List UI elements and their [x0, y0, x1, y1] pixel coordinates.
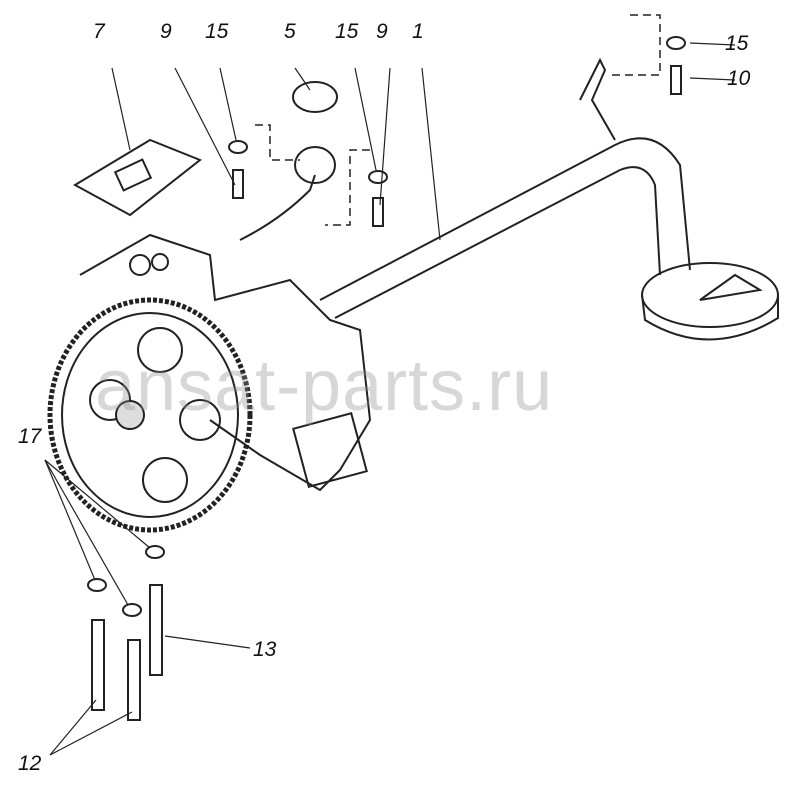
gasket-7 — [72, 138, 202, 217]
oil-strainer — [641, 262, 779, 341]
bolts — [91, 65, 682, 721]
callout-15: 15 — [725, 32, 749, 55]
callout-9: 9 — [376, 20, 388, 43]
assembly-lines — [255, 14, 661, 226]
callout-1: 1 — [412, 20, 424, 43]
callout-15: 15 — [205, 20, 229, 43]
callout-9: 9 — [160, 20, 172, 43]
gasket-5 — [292, 81, 338, 113]
callout-10: 10 — [727, 67, 751, 90]
callout-5: 5 — [284, 20, 296, 43]
flange — [294, 146, 336, 184]
watermark: ansat-parts.ru — [95, 346, 554, 426]
oil-intake-pipe — [319, 57, 691, 319]
callout-7: 7 — [93, 20, 105, 43]
drive-gear — [47, 297, 253, 533]
callout-17: 17 — [18, 425, 42, 448]
leader-lines — [44, 42, 736, 756]
callout-12: 12 — [18, 752, 42, 775]
washers — [87, 36, 686, 617]
pump-body — [79, 174, 372, 492]
callout-13: 13 — [253, 638, 277, 661]
callout-15: 15 — [335, 20, 359, 43]
